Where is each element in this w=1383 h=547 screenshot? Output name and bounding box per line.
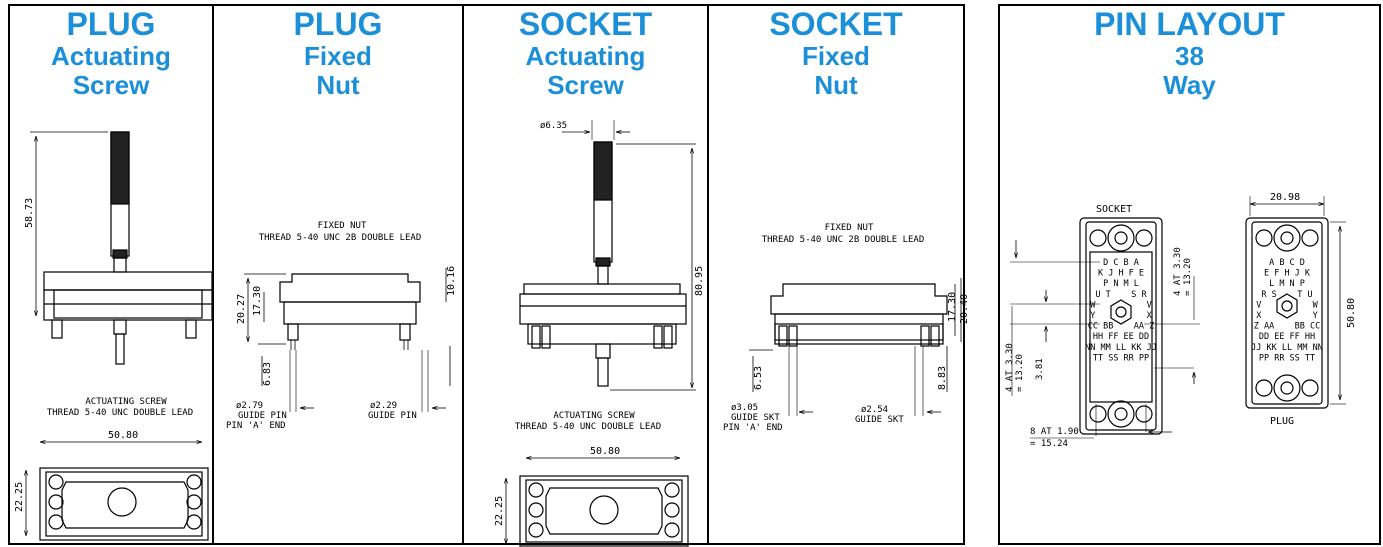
plug-screw-width-dim: 50.80 [108, 430, 138, 441]
plug-pin-row: DD EE FF HH [1259, 332, 1315, 342]
plug-nut-guide-right-1: ø2.29 [370, 401, 397, 411]
socket-screw-title: SOCKET Actuating Screw [518, 6, 653, 100]
socket-screw-drawing: ø6.35 80.95 ACTUATING SCREW THREAD 5-40 … [494, 120, 705, 547]
plug-nut-title: PLUG Fixed Nut [293, 6, 383, 100]
pin-small-dim: 3.81 [1035, 358, 1045, 380]
plug-screw-note-1: ACTUATING SCREW [85, 397, 167, 407]
plug-screw-depth-dim: 22.25 [14, 482, 25, 512]
plug-nut-guide-left-2: GUIDE PIN [238, 411, 287, 421]
socket-screw-depth-dim: 22.25 [494, 496, 505, 526]
socket-nut-guide-right-1: ø2.54 [861, 405, 888, 415]
socket-nut-h1-dim: 17.30 [947, 292, 958, 322]
pin-width-dim: 20.98 [1270, 192, 1300, 203]
pin-left-total-dim: = 13.20 [1015, 354, 1025, 392]
socket-pin-row: TT SS RR PP [1093, 353, 1149, 363]
plug-pin-row: L M N P [1269, 279, 1305, 289]
socket-nut-pin-right-dim: 8.83 [937, 366, 948, 390]
socket-nut-guide-left-1: ø3.05 [731, 403, 758, 413]
plug-nut-pin-dim: 6.83 [262, 362, 273, 386]
pin-layout-title: PIN LAYOUT 38 Way [1094, 6, 1285, 100]
panel-socket-fixed-nut: FIXED NUT THREAD 5-40 UNC 2B DOUBLE LEAD… [707, 4, 967, 545]
socket-pin-row: D C B A [1103, 258, 1139, 268]
plug-pin-row: X Y [1256, 311, 1317, 321]
plug-nut-drawing: FIXED NUT THREAD 5-40 UNC 2B DOUBLE LEAD… [226, 221, 457, 431]
socket-nut-pin-left-dim: 6.53 [753, 366, 764, 390]
socket-nut-title: SOCKET Fixed Nut [769, 6, 903, 100]
pin-v-pitch-dim: 4 AT 3.30 [1173, 247, 1183, 296]
pin-height-dim: 50.80 [1346, 298, 1357, 328]
plug-pin-row: PP RR SS TT [1259, 353, 1315, 363]
plug-screw-drawing: 58.73 50.80 22.25 ACTUATING SCREW THREAD… [14, 131, 213, 541]
plug-nut-guide-right-2: GUIDE PIN [368, 411, 417, 421]
plug-nut-guide-left-1: ø2.79 [236, 401, 263, 411]
socket-nut-guide-left-2: GUIDE SKT [731, 413, 780, 423]
panel-socket-actuating-screw: ø6.35 80.95 ACTUATING SCREW THREAD 5-40 … [462, 4, 709, 547]
plug-pin-row: E F H J K [1264, 269, 1311, 279]
plug-pin-row: R S T U [1261, 290, 1312, 300]
plug-pin-grid: A B C DE F H J KL M N PR S T UV WX YZ AA… [1251, 258, 1323, 363]
socket-screw-note-2: THREAD 5-40 UNC DOUBLE LEAD [515, 422, 661, 432]
socket-screw-note-1: ACTUATING SCREW [553, 411, 635, 421]
plug-pin-row: A B C D [1269, 258, 1305, 268]
socket-pin-grid: D C B AK J H F EP N M LU T S RW VY XCC B… [1085, 258, 1157, 363]
socket-pin-row: HH FF EE DD [1093, 332, 1149, 342]
panel-plug-fixed-nut: FIXED NUT THREAD 5-40 UNC 2B DOUBLE LEAD… [212, 4, 464, 545]
plug-nut-note-1: FIXED NUT [318, 221, 367, 231]
socket-nut-drawing: FIXED NUT THREAD 5-40 UNC 2B DOUBLE LEAD… [723, 223, 967, 433]
plug-nut-guide-left-3: PIN 'A' END [226, 421, 286, 431]
plug-nut-h1-dim: 20.27 [236, 294, 247, 324]
pin-h-pitch-dim: 8 AT 1.90 [1030, 427, 1079, 437]
pin-h-total-dim: = 15.24 [1030, 439, 1068, 449]
socket-screw-dia-dim: ø6.35 [540, 121, 567, 131]
socket-nut-guide-left-3: PIN 'A' END [723, 423, 783, 433]
plug-nut-h3-dim: 10.16 [446, 266, 457, 296]
socket-nut-guide-right-2: GUIDE SKT [855, 415, 904, 425]
plug-pin-row: Z AA BB CC [1254, 322, 1321, 332]
socket-pin-row: P N M L [1103, 279, 1139, 289]
socket-pin-row: Y X [1090, 311, 1152, 321]
panel-plug-actuating-screw: 58.73 50.80 22.25 ACTUATING SCREW THREAD… [8, 4, 214, 545]
plug-screw-title: PLUG Actuating Screw [51, 6, 171, 100]
plug-screw-note-2: THREAD 5-40 UNC DOUBLE LEAD [47, 408, 193, 418]
socket-pin-row: W V [1090, 300, 1151, 310]
plug-nut-h2-dim: 17.30 [252, 286, 263, 316]
pin-layout-drawing: D C B AK J H F EP N M LU T S RW VY XCC B… [1005, 192, 1357, 449]
plug-pin-row: JJ KK LL MM NN [1251, 343, 1323, 353]
pin-v-total-dim: = 13.20 [1183, 258, 1193, 296]
plug-label: PLUG [1270, 416, 1294, 427]
pin-left-pitch-dim: 4 AT 3.30 [1005, 343, 1015, 392]
socket-pin-row: K J H F E [1098, 269, 1144, 279]
plug-pin-row: V W [1256, 300, 1318, 310]
socket-screw-width-dim: 50.80 [590, 446, 620, 457]
socket-pin-row: U T S R [1095, 290, 1147, 300]
socket-nut-h2-dim: 20.40 [959, 294, 967, 324]
socket-label: SOCKET [1096, 204, 1132, 215]
socket-nut-note-1: FIXED NUT [825, 223, 874, 233]
socket-nut-note-2: THREAD 5-40 UNC 2B DOUBLE LEAD [762, 235, 925, 245]
socket-pin-row: CC BB AA Z [1088, 322, 1155, 332]
plug-nut-note-2: THREAD 5-40 UNC 2B DOUBLE LEAD [259, 233, 422, 243]
socket-screw-height-dim: 80.95 [694, 266, 705, 296]
socket-pin-row: NN MM LL KK JJ [1085, 343, 1157, 353]
plug-screw-height-dim: 58.73 [24, 198, 35, 228]
